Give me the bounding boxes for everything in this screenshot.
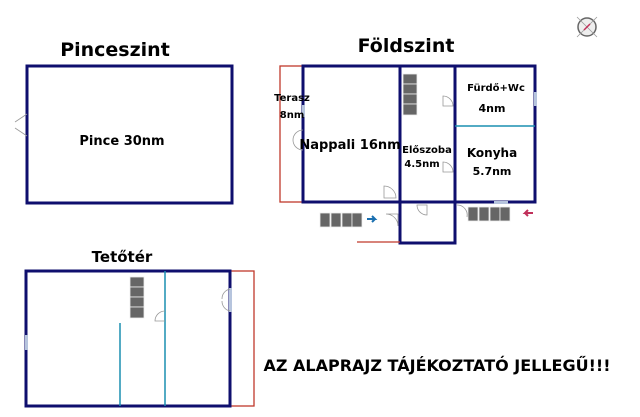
room-area-eloszoba: 4.5nm [404, 159, 439, 170]
room-label-konyha: Konyha [467, 146, 517, 160]
room-label-nappali: Nappali 16nm [299, 138, 400, 153]
door-icon [292, 95, 468, 227]
steps-icon [319, 212, 363, 228]
room-label-eloszoba: Előszoba [402, 144, 452, 156]
basement-outline [25, 64, 234, 205]
room-label-furdo: Fürdő+Wc [467, 82, 525, 94]
basement-title: Pinceszint [60, 39, 170, 61]
stairs-icon [402, 73, 418, 116]
steps-icon [467, 206, 511, 222]
attic-outline [24, 269, 232, 408]
arrow-right-icon [367, 215, 378, 223]
door-icon [154, 288, 231, 322]
room-area-konyha: 5.7nm [473, 165, 512, 178]
room-label-pince: Pince 30nm [79, 134, 164, 149]
arrow-left-icon [522, 209, 533, 217]
compass-icon [576, 16, 598, 38]
disclaimer-text: AZ ALAPRAJZ TÁJÉKOZTATÓ JELLEGŰ!!! [263, 355, 610, 375]
room-area-terasz: 8nm [280, 110, 305, 121]
stairs-icon [129, 276, 145, 319]
room-label-terasz: Terasz [274, 93, 310, 104]
entrance-outline [398, 200, 457, 245]
ground-title: Földszint [358, 35, 455, 57]
room-area-furdo: 4nm [479, 102, 506, 115]
terrace-outline [279, 65, 304, 203]
attic-title: Tetőtér [92, 248, 153, 266]
door-icon [14, 113, 28, 137]
